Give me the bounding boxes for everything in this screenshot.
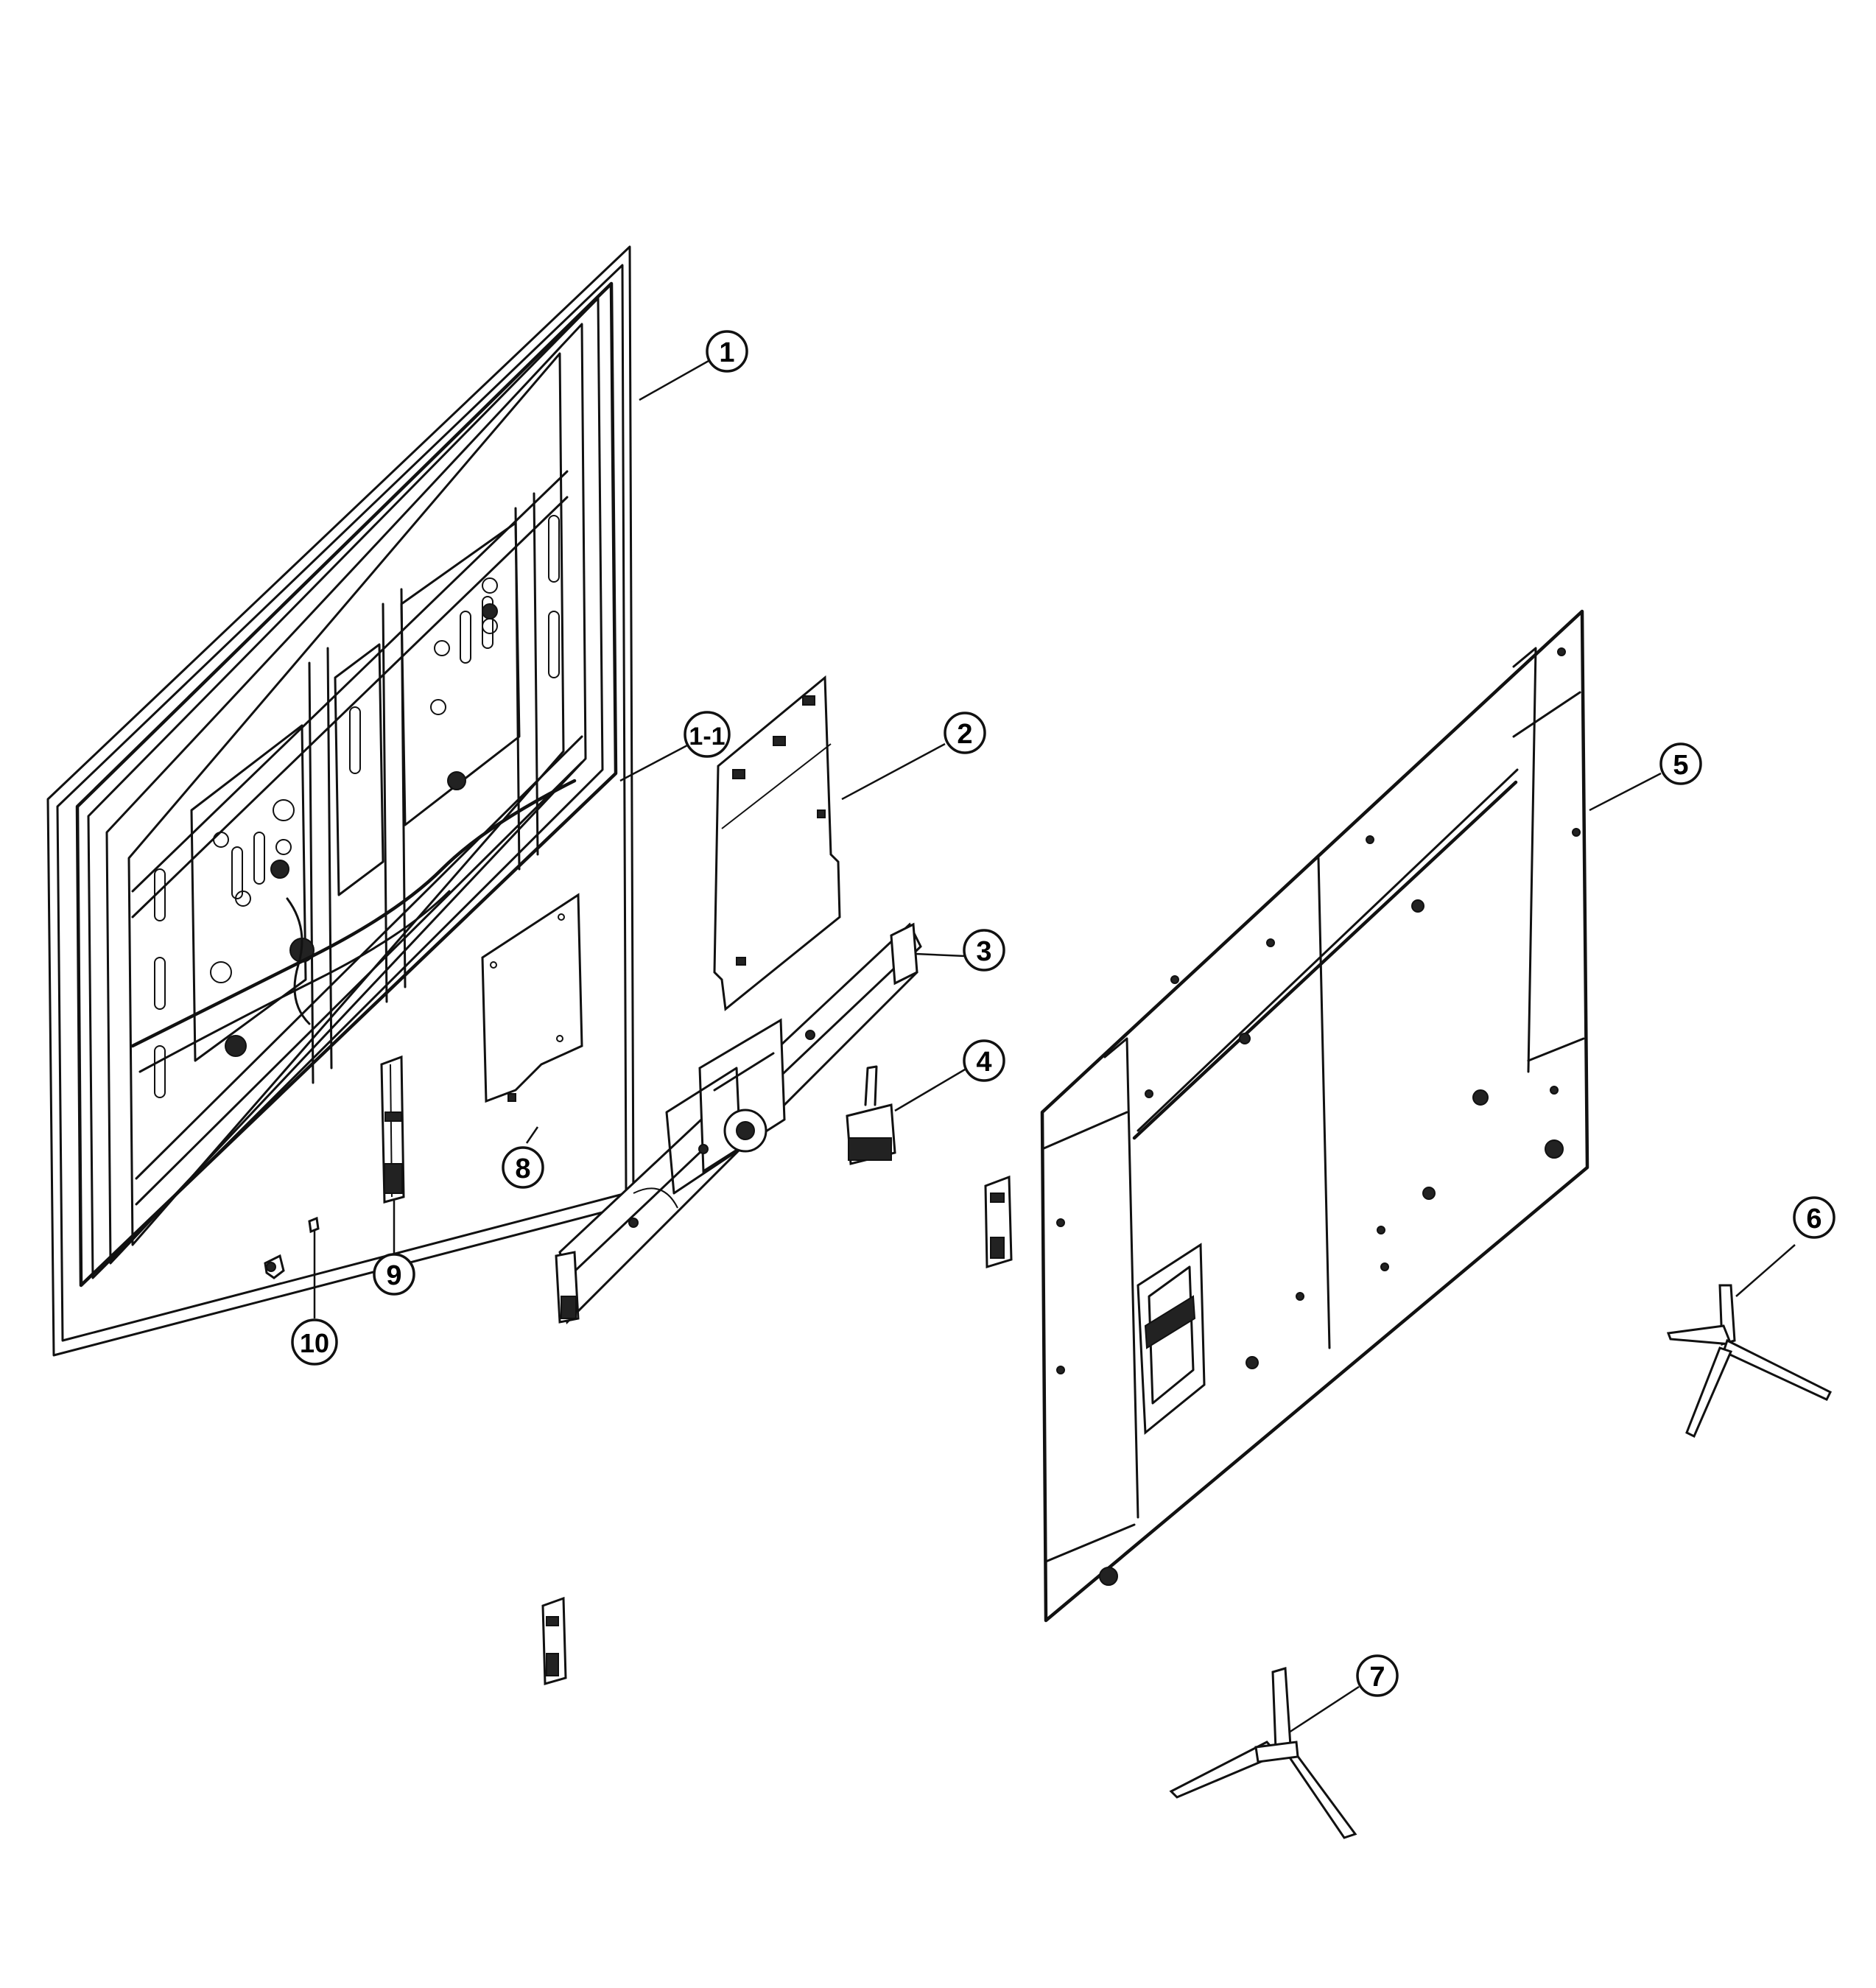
callout-1-1-label: 1-1 bbox=[689, 723, 725, 751]
callout-9-label: 9 bbox=[386, 1260, 401, 1291]
callout-5-label: 5 bbox=[1673, 750, 1688, 781]
callout-9: 9 bbox=[373, 1253, 415, 1296]
callout-1-label: 1 bbox=[719, 337, 734, 368]
part-4-connector bbox=[846, 1065, 896, 1165]
callout-5: 5 bbox=[1659, 742, 1702, 785]
callout-10-label: 10 bbox=[300, 1328, 329, 1358]
part-5-rear-cover bbox=[1040, 609, 1589, 1623]
callout-7-label: 7 bbox=[1369, 1662, 1385, 1693]
callout-8: 8 bbox=[502, 1146, 544, 1189]
callout-1: 1 bbox=[706, 330, 748, 373]
part-9-bracket bbox=[380, 1055, 405, 1204]
callout-7: 7 bbox=[1356, 1654, 1399, 1697]
callout-1-1: 1-1 bbox=[684, 711, 731, 758]
callout-2-label: 2 bbox=[957, 719, 972, 750]
callout-3: 3 bbox=[963, 929, 1005, 972]
part-7-stand-leg bbox=[1169, 1667, 1357, 1839]
callout-4: 4 bbox=[963, 1039, 1005, 1082]
part-2-main-board bbox=[713, 675, 841, 1011]
loose-bracket-upper bbox=[984, 1175, 1013, 1269]
callout-3-label: 3 bbox=[976, 936, 991, 967]
loose-bracket-lower bbox=[541, 1596, 567, 1685]
callout-10: 10 bbox=[291, 1318, 338, 1366]
part-3-frame-assembly bbox=[555, 922, 922, 1325]
callout-4-label: 4 bbox=[976, 1047, 991, 1078]
callout-6: 6 bbox=[1793, 1196, 1835, 1239]
part-6-stand-leg bbox=[1666, 1284, 1833, 1439]
callout-8-label: 8 bbox=[515, 1153, 530, 1184]
part-1-panel-assembly bbox=[46, 245, 635, 1357]
callout-6-label: 6 bbox=[1806, 1204, 1821, 1234]
leader-lines bbox=[313, 359, 1796, 1734]
callout-2: 2 bbox=[944, 712, 986, 754]
part-10-clips bbox=[264, 1216, 320, 1279]
part-8-board bbox=[481, 893, 583, 1103]
